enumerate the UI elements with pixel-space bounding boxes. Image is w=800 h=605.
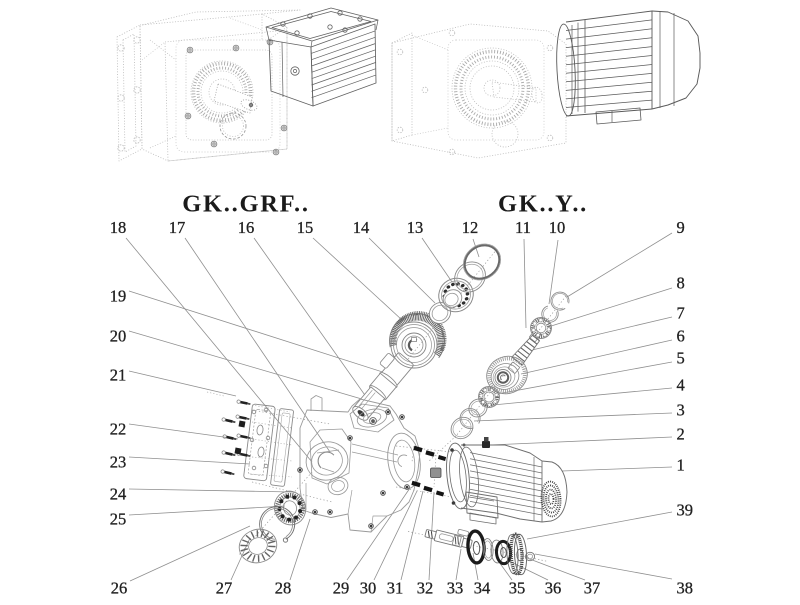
svg-text:30: 30 <box>360 579 377 598</box>
svg-text:10: 10 <box>549 218 566 237</box>
svg-text:9: 9 <box>677 218 685 237</box>
svg-text:18: 18 <box>110 218 127 237</box>
svg-text:35: 35 <box>509 579 526 598</box>
svg-text:34: 34 <box>474 579 491 598</box>
svg-text:1: 1 <box>677 456 685 475</box>
svg-text:22: 22 <box>110 420 127 439</box>
svg-text:24: 24 <box>110 485 127 504</box>
svg-text:GK..Y..: GK..Y.. <box>498 191 588 218</box>
svg-text:8: 8 <box>677 274 685 293</box>
svg-text:37: 37 <box>584 579 601 598</box>
svg-text:16: 16 <box>238 218 255 237</box>
svg-text:27: 27 <box>216 579 233 598</box>
svg-text:6: 6 <box>677 327 685 346</box>
svg-text:36: 36 <box>545 579 562 598</box>
svg-text:38: 38 <box>677 579 694 598</box>
svg-text:29: 29 <box>333 579 350 598</box>
svg-text:25: 25 <box>110 510 127 529</box>
svg-text:23: 23 <box>110 453 127 472</box>
svg-text:4: 4 <box>677 376 685 395</box>
svg-text:5: 5 <box>677 349 685 368</box>
svg-text:2: 2 <box>677 425 685 444</box>
svg-text:12: 12 <box>462 218 479 237</box>
svg-text:15: 15 <box>297 218 314 237</box>
svg-text:13: 13 <box>407 218 424 237</box>
svg-text:28: 28 <box>275 579 292 598</box>
svg-text:32: 32 <box>417 579 434 598</box>
svg-text:3: 3 <box>677 401 685 420</box>
svg-text:31: 31 <box>387 579 404 598</box>
svg-text:19: 19 <box>110 287 127 306</box>
svg-text:20: 20 <box>110 327 127 346</box>
svg-text:33: 33 <box>447 579 464 598</box>
svg-text:21: 21 <box>110 366 127 385</box>
svg-text:11: 11 <box>515 218 531 237</box>
svg-text:7: 7 <box>677 304 685 323</box>
svg-text:26: 26 <box>111 579 128 598</box>
svg-text:39: 39 <box>677 501 694 520</box>
svg-text:17: 17 <box>169 218 186 237</box>
svg-text:GK..GRF..: GK..GRF.. <box>182 191 309 218</box>
svg-text:14: 14 <box>353 218 370 237</box>
